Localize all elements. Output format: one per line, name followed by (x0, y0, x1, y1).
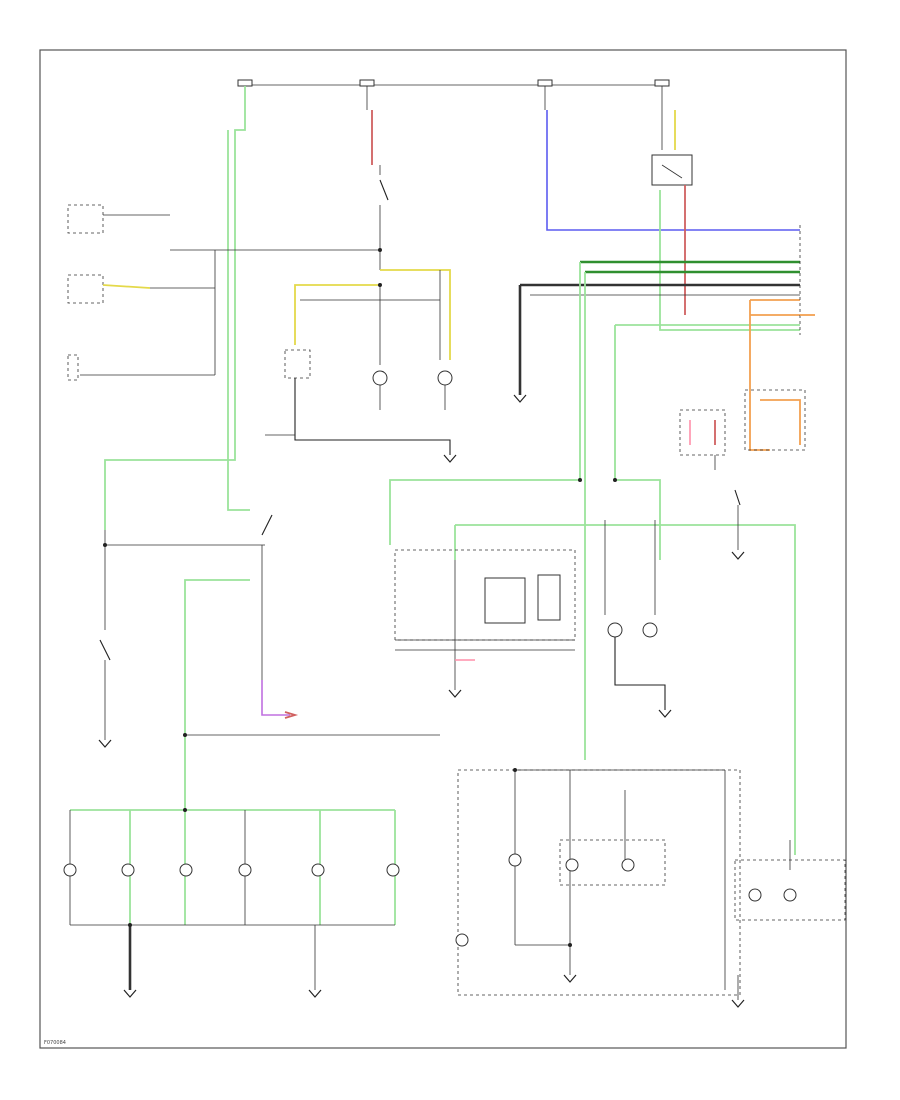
diagram-frame (39, 49, 847, 1049)
power-feed-group (237, 79, 670, 87)
splice-9 (613, 478, 617, 482)
violet-wire (261, 680, 290, 716)
lamp-2 (121, 863, 135, 877)
ref-box-2 (67, 274, 104, 304)
green-vertical-3 (614, 325, 661, 560)
green-to-lower-left (184, 579, 250, 810)
control-unit-box (744, 389, 806, 451)
instrument-panel-block (394, 549, 576, 698)
splice-6 (128, 923, 132, 927)
splice-4 (183, 733, 187, 737)
blue-feed (546, 110, 800, 231)
diagram-code: F070084 (44, 1040, 66, 1046)
orange-unit-side (760, 399, 801, 445)
left-switch-column (98, 514, 299, 748)
module-inner-box (559, 839, 666, 886)
high-mount-stop-lamp (284, 349, 311, 379)
stop-ground-bus (294, 378, 451, 455)
far-right-lamp-module (734, 840, 846, 921)
dash-inner-1 (484, 577, 526, 624)
yellow-stop-bus (380, 269, 451, 360)
lower-right-module (455, 769, 745, 1008)
dash-inner-2 (537, 574, 561, 621)
ground-arrow-6 (98, 739, 112, 748)
ref-box-1 (67, 204, 104, 234)
lamp-1 (63, 863, 77, 877)
green-feed-left-2 (227, 130, 250, 511)
lamp-4 (238, 863, 252, 877)
cancel-relay-box (679, 409, 726, 456)
fuse-box-3 (537, 79, 553, 87)
ground-arrow-2 (513, 394, 527, 403)
brake-switch-blade (379, 179, 389, 201)
module-lamp-3 (621, 858, 635, 872)
module-outer-box (457, 769, 741, 996)
ground-arrow-8 (308, 989, 322, 998)
ground-arrow-3 (731, 551, 745, 560)
ground-arrow-10 (731, 999, 745, 1008)
fuse-box-4 (654, 79, 670, 87)
right-lamp-group (604, 520, 672, 718)
light-switch-blade (99, 639, 111, 661)
green-horizontal-mid (455, 524, 796, 855)
fuse-box-2 (359, 79, 375, 87)
splice-8 (568, 943, 572, 947)
ref-wire-2-yellow (102, 284, 151, 289)
ref-box-3 (67, 354, 79, 381)
ground-arrow-1 (443, 454, 457, 463)
splice-2 (378, 283, 382, 287)
lh-stop-lamp (372, 370, 388, 386)
lamp-6 (386, 863, 400, 877)
feed-wires (104, 86, 800, 530)
stop-lamp-circuit (265, 165, 457, 463)
splice-3 (103, 543, 107, 547)
orange-vertical (749, 300, 770, 451)
yellow-stop-left (294, 284, 380, 345)
lamp-5 (311, 863, 325, 877)
rh-stop-lamp (437, 370, 453, 386)
splice-1 (378, 248, 382, 252)
lamp-3 (179, 863, 193, 877)
module-lamp-2 (565, 858, 579, 872)
left-reference-boxes (67, 204, 380, 381)
module-lamp-4 (455, 933, 469, 947)
far-right-lamp-2 (783, 888, 797, 902)
module-lamp-1 (508, 853, 522, 867)
green-feed-left (104, 86, 246, 530)
lower-left-lamp-bank (63, 734, 440, 998)
green-relay-out (659, 190, 800, 331)
splice-7 (513, 768, 517, 772)
ground-arrow-5 (658, 709, 672, 718)
rh-rear-lamp (607, 622, 623, 638)
ground-arrow-7 (123, 989, 137, 998)
ground-arrow-9 (563, 974, 577, 983)
combination-switch (261, 514, 273, 536)
green-vertical-1 (389, 262, 581, 545)
ground-arrow-4 (448, 689, 462, 698)
fuse-box-1 (237, 79, 253, 87)
right-connector-bundle (520, 185, 801, 335)
relay-box (651, 154, 693, 186)
relay-switch (734, 489, 741, 506)
red-arrow-tip (284, 711, 299, 719)
splice-10 (578, 478, 582, 482)
far-right-lamp-1 (748, 888, 762, 902)
splice-dots (103, 248, 617, 947)
rear-lamp-ground (614, 637, 666, 710)
lh-rear-lamp (642, 622, 658, 638)
relay-coil (661, 164, 683, 179)
center-green-bundle (389, 262, 796, 855)
splice-5 (183, 808, 187, 812)
